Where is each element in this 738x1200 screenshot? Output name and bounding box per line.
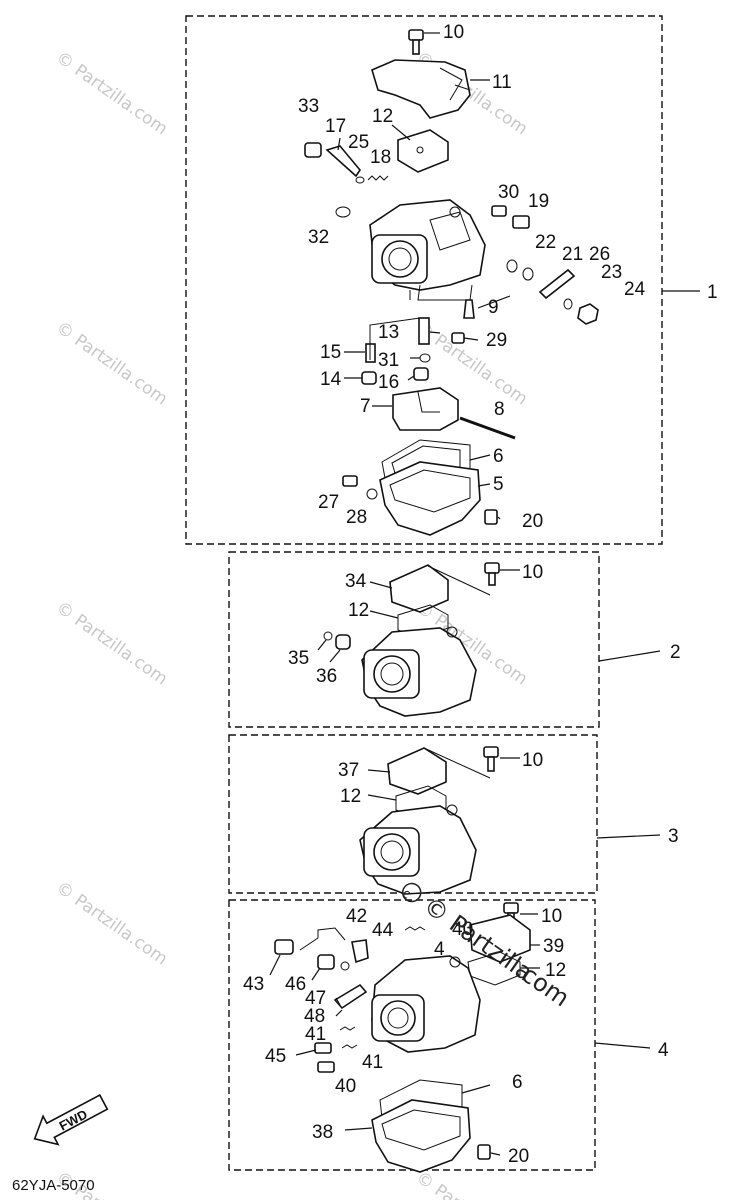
part-label-9: 9 xyxy=(488,297,499,318)
leader-lines-4 xyxy=(269,913,540,1156)
part-label-10: 10 xyxy=(541,906,562,927)
part-label-44: 44 xyxy=(372,920,394,941)
group-label-4: 4 xyxy=(658,1040,669,1061)
part-label-14: 14 xyxy=(320,369,342,390)
part-label-23: 23 xyxy=(601,262,622,283)
labels-group-4: 42 40 10 44 4 39 43 46 12 47 48 41 45 41… xyxy=(243,906,566,1167)
part-label-24: 24 xyxy=(624,279,646,300)
group-3-parts xyxy=(359,746,499,895)
watermark: © Partzilla.com xyxy=(412,1168,531,1200)
group-label-3: 3 xyxy=(668,826,679,847)
part-label-17: 17 xyxy=(325,116,346,137)
part-label-4: 4 xyxy=(434,939,445,960)
labels-group-2: 10 34 12 35 36 xyxy=(288,562,543,687)
part-label-10: 10 xyxy=(522,562,543,583)
part-label-46: 46 xyxy=(285,974,306,995)
part-label-6: 6 xyxy=(493,446,504,467)
part-label-6: 6 xyxy=(512,1072,523,1093)
labels-group-3: 10 37 12 xyxy=(338,750,543,807)
part-label-34: 34 xyxy=(345,571,367,592)
part-label-47: 47 xyxy=(305,988,326,1009)
part-label-12: 12 xyxy=(348,600,369,621)
part-label-18: 18 xyxy=(370,147,391,168)
diagram-code: 62YJA-5070 xyxy=(12,1177,95,1194)
part-label-11: 11 xyxy=(492,72,512,93)
part-label-26: 26 xyxy=(589,244,610,265)
labels-group-1: 10 11 33 17 12 25 18 30 19 32 22 21 26 2… xyxy=(298,22,646,532)
part-label-48: 48 xyxy=(304,1006,325,1027)
part-label-21: 21 xyxy=(562,244,583,265)
group-box-2 xyxy=(228,551,600,728)
group-2-parts xyxy=(323,562,500,717)
fwd-arrow-icon: FWD xyxy=(33,1094,109,1146)
part-label-41: 41 xyxy=(305,1024,326,1045)
part-label-31: 31 xyxy=(378,350,399,371)
part-label-20: 20 xyxy=(508,1146,529,1167)
part-label-29: 29 xyxy=(486,330,507,351)
part-label-20: 20 xyxy=(522,511,543,532)
group-1-parts xyxy=(304,29,599,536)
group-box-1 xyxy=(185,15,663,545)
part-label-38: 38 xyxy=(312,1122,333,1143)
part-label-7: 7 xyxy=(360,396,371,417)
part-label-19: 19 xyxy=(528,191,549,212)
watermark: © Partzilla.com xyxy=(52,598,171,690)
leader-lines-2 xyxy=(317,569,520,663)
part-label-12: 12 xyxy=(545,960,566,981)
part-label-41: 41 xyxy=(362,1052,383,1073)
part-label-12: 12 xyxy=(340,786,361,807)
leader-lines-3 xyxy=(367,757,520,801)
fwd-label: FWD xyxy=(57,1106,90,1133)
part-label-33: 33 xyxy=(298,96,319,117)
watermark: © Partzilla.com xyxy=(52,318,171,410)
part-label-5: 5 xyxy=(493,474,504,495)
part-label-42: 42 xyxy=(346,906,367,927)
part-label-27: 27 xyxy=(318,492,339,513)
part-label-10: 10 xyxy=(443,22,464,43)
part-label-16: 16 xyxy=(378,372,399,393)
part-label-39: 39 xyxy=(543,936,564,957)
part-label-12: 12 xyxy=(372,106,393,127)
group-label-1: 1 xyxy=(707,282,718,303)
part-label-8: 8 xyxy=(494,399,505,420)
group-label-2: 2 xyxy=(670,642,681,663)
part-label-40: 40 xyxy=(335,1076,356,1097)
part-label-45: 45 xyxy=(265,1046,286,1067)
part-label-43: 43 xyxy=(243,974,264,995)
part-label-15: 15 xyxy=(320,342,341,363)
part-label-25: 25 xyxy=(348,132,369,153)
group-4-parts xyxy=(274,902,531,1173)
part-label-22: 22 xyxy=(535,232,556,253)
part-label-40: 40 xyxy=(452,919,473,940)
part-label-32: 32 xyxy=(308,227,329,248)
part-label-36: 36 xyxy=(316,666,337,687)
part-label-28: 28 xyxy=(346,507,367,528)
leader-lines-1 xyxy=(337,32,511,520)
watermark: © Partzilla.com xyxy=(52,878,171,970)
watermark: © Partzilla.com xyxy=(52,48,171,140)
part-label-13: 13 xyxy=(378,322,399,343)
part-label-30: 30 xyxy=(498,182,519,203)
part-label-35: 35 xyxy=(288,648,309,669)
part-label-37: 37 xyxy=(338,760,359,781)
part-label-10: 10 xyxy=(522,750,543,771)
